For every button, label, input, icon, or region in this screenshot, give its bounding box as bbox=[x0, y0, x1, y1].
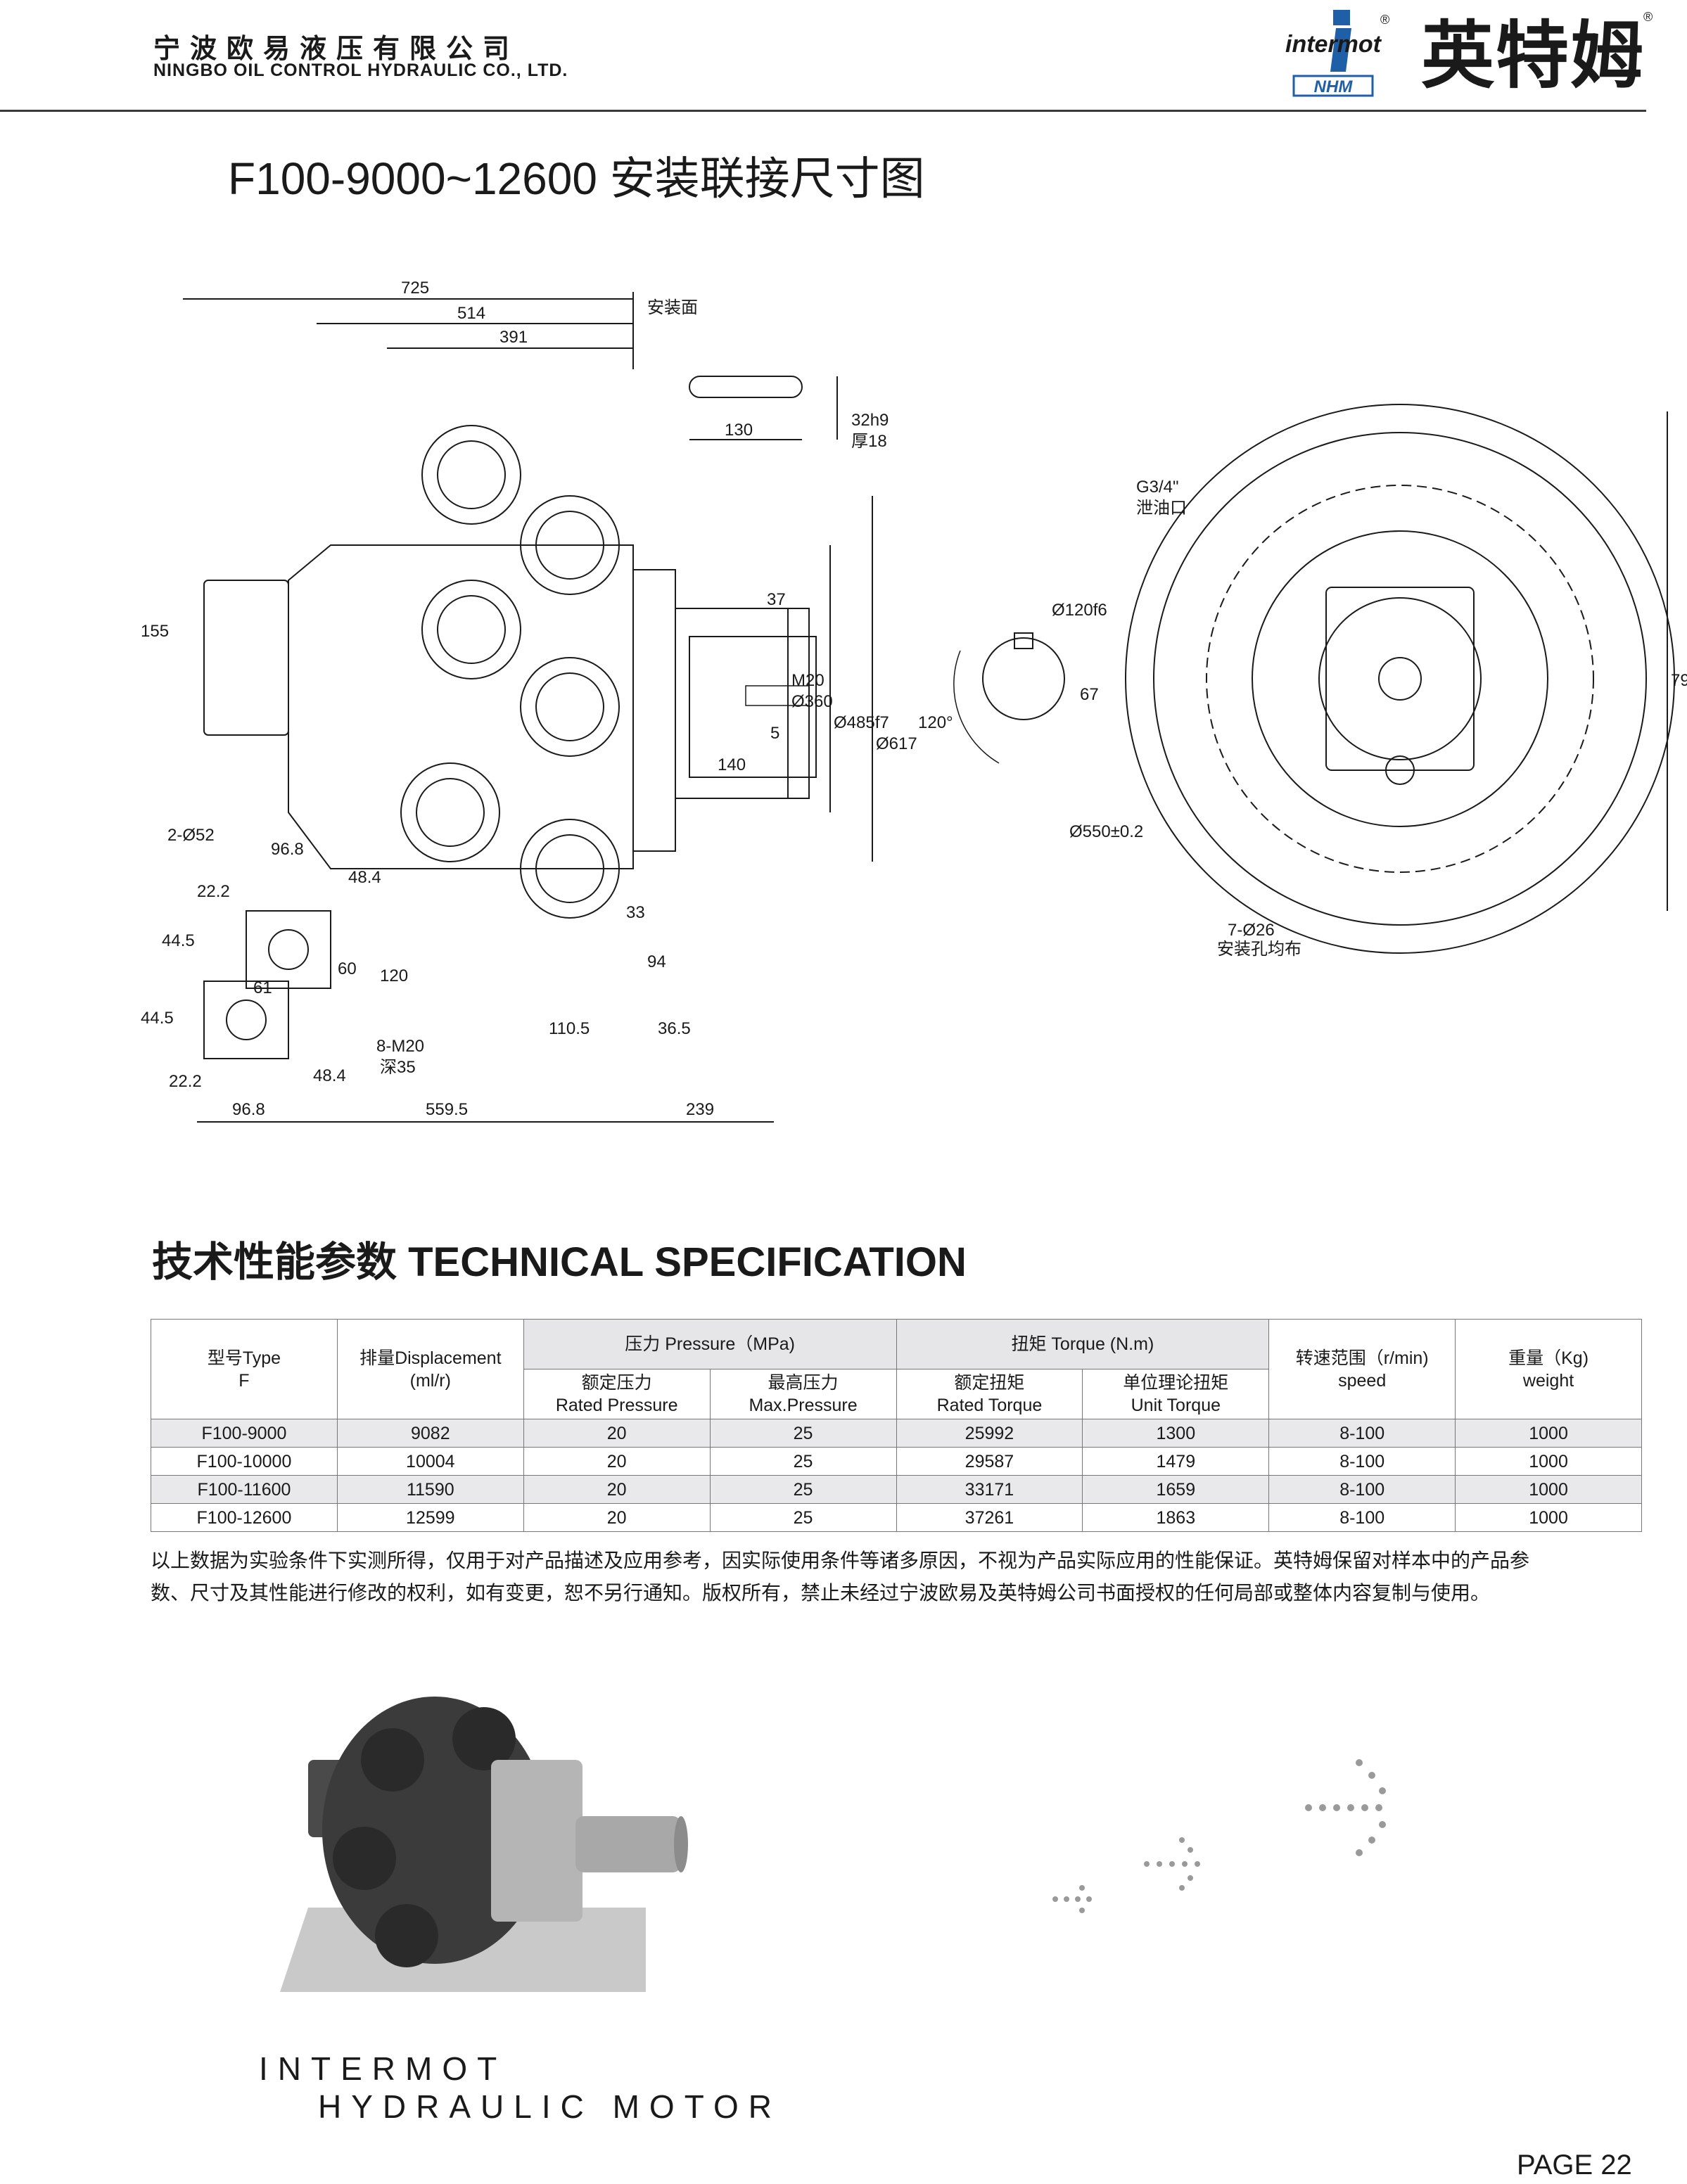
dim-96-8-top: 96.8 bbox=[271, 840, 304, 859]
dim-7x26: 7-Ø26 bbox=[1228, 921, 1275, 940]
dim-dia360: Ø360 bbox=[791, 692, 833, 711]
disclaimer-line-1: 以上数据为实验条件下实测所得，仅用于对产品描述及应用参考，因实际使用条件等诸多原… bbox=[151, 1550, 1530, 1571]
company-name-cn: 宁波欧易液压有限公司 bbox=[153, 34, 520, 64]
dim-120: 120 bbox=[380, 966, 408, 985]
dim-130: 130 bbox=[725, 421, 753, 440]
dim-37: 37 bbox=[767, 590, 786, 609]
motor-end-view bbox=[1125, 404, 1675, 954]
label-drain: 泄油口 bbox=[1136, 499, 1187, 518]
port-flange-bottom bbox=[203, 981, 289, 1059]
dim-dia120: Ø120f6 bbox=[1052, 601, 1107, 620]
spec-table: 型号Type F 排量Displacement (ml/r) 压力 Pressu… bbox=[151, 1319, 1642, 1532]
shaft-section bbox=[982, 637, 1065, 720]
col-speed: 转速范围（r/min) speed bbox=[1268, 1319, 1456, 1419]
dim-96-8-bot: 96.8 bbox=[232, 1100, 265, 1119]
dim-dia550: Ø550±0.2 bbox=[1069, 822, 1143, 841]
dim-60: 60 bbox=[338, 959, 357, 978]
dim-dia617: Ø617 bbox=[876, 734, 917, 753]
page-title: F100-9000~12600 安装联接尺寸图 bbox=[228, 153, 925, 204]
col-displacement: 排量Displacement (ml/r) bbox=[336, 1319, 524, 1419]
dim-514: 514 bbox=[457, 304, 485, 323]
col-pressure: 压力 Pressure（MPa) bbox=[523, 1319, 897, 1369]
cylinder-heads bbox=[400, 425, 620, 919]
dim-239: 239 bbox=[686, 1100, 714, 1119]
dim-67: 67 bbox=[1080, 685, 1099, 704]
page-number: PAGE 22 bbox=[1517, 2150, 1632, 2180]
tagline-intermot: INTERMOT bbox=[259, 2050, 507, 2087]
dim-155: 155 bbox=[141, 622, 169, 641]
motor-housing bbox=[288, 544, 634, 869]
dim-44-5-top: 44.5 bbox=[162, 931, 195, 950]
col-unit-torque: 单位理论扭矩 Unit Torque bbox=[1082, 1369, 1270, 1419]
col-rated-torque: 额定扭矩 Rated Torque bbox=[896, 1369, 1083, 1419]
dim-33: 33 bbox=[626, 903, 645, 922]
dim-dia485: Ø485f7 bbox=[834, 713, 889, 732]
dim-61: 61 bbox=[253, 978, 272, 997]
dim-94: 94 bbox=[647, 952, 666, 971]
product-photo bbox=[280, 1697, 688, 1992]
dim-depth35: 深35 bbox=[380, 1058, 416, 1077]
dim-110-5: 110.5 bbox=[549, 1019, 590, 1038]
installation-drawing: 725 514 391 安装面 130 32h9 厚18 155 37 5 14… bbox=[141, 279, 1687, 1123]
port-flange-top bbox=[246, 910, 331, 989]
dim-48-4-bot: 48.4 bbox=[313, 1066, 346, 1085]
dim-22-2-bot: 22.2 bbox=[169, 1072, 202, 1091]
dim-32h9: 32h9 bbox=[851, 411, 889, 430]
section-title: 技术性能参数 TECHNICAL SPECIFICATION bbox=[152, 1239, 967, 1285]
dim-559-5: 559.5 bbox=[426, 1100, 468, 1119]
col-torque: 扭矩 Torque (N.m) bbox=[896, 1319, 1270, 1369]
label-mounting-face: 安装面 bbox=[647, 298, 698, 317]
header-divider bbox=[0, 110, 1646, 112]
dim-thick18: 厚18 bbox=[851, 432, 887, 451]
dim-angle120: 120° bbox=[918, 713, 953, 732]
intermot-logo: intermot NHM bbox=[1285, 10, 1382, 97]
dim-48-4-top: 48.4 bbox=[348, 868, 381, 887]
dim-2x52: 2-Ø52 bbox=[167, 826, 215, 845]
dim-36-5: 36.5 bbox=[658, 1019, 691, 1038]
label-g34: G3/4" bbox=[1136, 478, 1179, 497]
tagline-hydraulic-motor: HYDRAULIC MOTOR bbox=[318, 2088, 782, 2125]
decorative-arrows bbox=[1052, 1759, 1386, 1913]
shaft bbox=[689, 636, 817, 778]
logo-wordmark: intermot bbox=[1285, 31, 1382, 58]
col-weight: 重量（Kg) weight bbox=[1455, 1319, 1642, 1419]
dim-8xm20: 8-M20 bbox=[376, 1037, 424, 1056]
dim-44-5-bot: 44.5 bbox=[141, 1009, 174, 1028]
brand-name-cn: 英特姆 bbox=[1421, 15, 1645, 97]
dim-22-2-top: 22.2 bbox=[197, 882, 230, 901]
dim-725: 725 bbox=[401, 279, 429, 298]
col-max-pressure: 最高压力 Max.Pressure bbox=[709, 1369, 897, 1419]
logo-nhm: NHM bbox=[1314, 77, 1354, 96]
label-holes-note: 安装孔均布 bbox=[1217, 940, 1301, 959]
dim-391: 391 bbox=[499, 328, 528, 347]
disclaimer: 以上数据为实验条件下实测所得，仅用于对产品描述及应用参考，因实际使用条件等诸多原… bbox=[151, 1545, 1642, 1609]
mounting-flange bbox=[632, 569, 676, 852]
dim-m20: M20 bbox=[791, 671, 825, 690]
registered-mark: ® bbox=[1380, 13, 1390, 27]
col-type: 型号Type F bbox=[151, 1319, 338, 1419]
valve-block bbox=[203, 580, 289, 736]
dim-790: 790 bbox=[1671, 671, 1687, 690]
dim-5: 5 bbox=[770, 724, 779, 743]
disclaimer-line-2: 数、尺寸及其性能进行修改的权利，如有变更，恕不另行通知。版权所有，禁止未经过宁波… bbox=[151, 1582, 1491, 1604]
dim-140: 140 bbox=[718, 755, 746, 774]
col-rated-pressure: 额定压力 Rated Pressure bbox=[523, 1369, 711, 1419]
company-name-en: NINGBO OIL CONTROL HYDRAULIC CO., LTD. bbox=[153, 60, 568, 80]
registered-mark: ® bbox=[1643, 10, 1653, 24]
